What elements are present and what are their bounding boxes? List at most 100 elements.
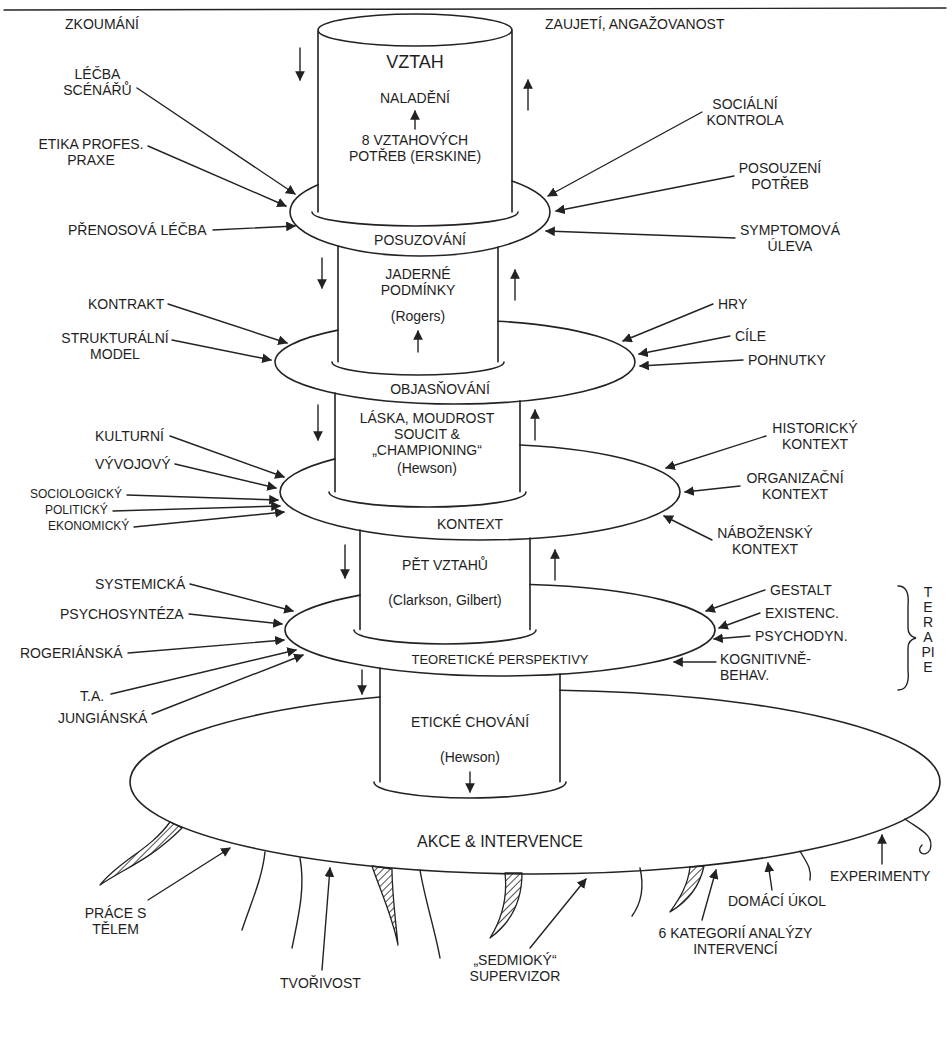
annotation-label: POHNUTKY xyxy=(748,352,826,368)
text-holder: DOMÁCÍ ÚKOL xyxy=(728,893,826,909)
text-holder: PSYCHOSYNTÉZA xyxy=(60,606,184,622)
annotation-label: POLITICKÝ xyxy=(45,504,108,518)
text-holder: PŘENOSOVÁ LÉČBA xyxy=(68,222,207,238)
annotation-label: ROGERIÁNSKÁ xyxy=(20,645,123,661)
ring-band: POSUZOVÁNÍ xyxy=(287,165,553,259)
tower-segment: JADERNÉ PODMÍNKY(Rogers) xyxy=(335,243,501,365)
leader-arrow xyxy=(702,870,716,920)
text-holder: ETICKÉ CHOVÁNÍ xyxy=(383,714,558,730)
cylinder-outline xyxy=(338,246,498,362)
leader-arrow xyxy=(128,640,284,653)
text-holder: T.A. xyxy=(80,688,104,704)
text-holder: GESTALT xyxy=(770,582,832,598)
node-text: KONTEXT xyxy=(410,516,530,532)
text-holder: SYMPTOMOVÁ ÚLEVA xyxy=(730,222,850,254)
annotation-label: STRUKTURÁLNÍ MODEL xyxy=(55,330,175,362)
leader-arrow xyxy=(111,650,296,694)
root xyxy=(800,851,810,880)
root xyxy=(670,866,704,912)
annotation-label: ORGANIZAČNÍ KONTEXT xyxy=(730,470,860,502)
leader-arrow xyxy=(664,516,712,540)
brace xyxy=(898,586,916,690)
shape-outline xyxy=(315,11,515,215)
leader-arrow xyxy=(639,336,730,354)
leader-arrow xyxy=(148,848,230,900)
brim-outline xyxy=(290,181,550,256)
annotation-label: „SEDMIOKÝ“ SUPERVIZOR xyxy=(455,952,575,984)
annotation-label: PRÁCE S TĚLEM xyxy=(68,905,163,937)
node-text: 8 VZTAHOVÝCH POTŘEB (ERSKINE) xyxy=(340,132,490,164)
text-holder: KONTRAKT xyxy=(88,296,164,312)
text-holder: NÁBOŽENSKÝ KONTEXT xyxy=(705,525,825,557)
leader-arrow xyxy=(666,436,766,468)
node-text: PĚT VZTAHŮ xyxy=(365,557,525,573)
leader-arrow xyxy=(175,464,276,488)
leader-arrow xyxy=(152,655,303,714)
text-holder: TVOŘIVOST xyxy=(280,975,361,991)
text-holder: VZTAH xyxy=(325,52,505,73)
cylinder-outline xyxy=(335,393,520,492)
text-holder: LÉČBA SCÉNÁŘŮ xyxy=(50,66,145,98)
leader-arrow xyxy=(640,360,743,366)
text-holder: (Hewson) xyxy=(352,460,502,476)
tower-segment: PĚT VZTAHŮ (Clarkson, Gilbert) xyxy=(357,527,533,633)
node-text: OBJASŇOVÁNÍ xyxy=(360,381,520,397)
text-holder: AKCE & INTERVENCE xyxy=(390,833,610,851)
text-holder: TEORETICKÉ PERSPEKTIVY xyxy=(400,653,600,668)
annotation-label: EXPERIMENTY xyxy=(830,868,930,884)
leader-arrow xyxy=(137,88,295,194)
text-holder: EKONOMICKÝ xyxy=(48,520,129,534)
root xyxy=(372,866,398,945)
flow-arrow xyxy=(534,410,535,440)
shape-group xyxy=(285,585,715,677)
node-text: POSUZOVÁNÍ xyxy=(360,232,480,248)
root xyxy=(100,822,182,885)
leader-arrow xyxy=(768,863,772,890)
root xyxy=(905,819,931,854)
text-holder: POLITICKÝ xyxy=(45,504,108,518)
annotation-label: ETIKA PROFES. PRAXE xyxy=(35,136,147,168)
text-holder: SOCIÁLNÍ KONTROLA xyxy=(690,96,800,128)
node-text: VZTAH xyxy=(325,52,505,73)
text-holder: (Hewson) xyxy=(395,749,545,765)
brim-outline xyxy=(275,321,635,404)
text-holder: ROGERIÁNSKÁ xyxy=(20,645,123,661)
annotation-label: KULTURNÍ xyxy=(95,428,164,444)
text-holder: TERAPIE xyxy=(921,585,935,675)
shape-group xyxy=(280,445,680,540)
brim-outline xyxy=(130,690,940,874)
flow-arrow xyxy=(554,550,555,580)
text-holder: STRUKTURÁLNÍ MODEL xyxy=(55,330,175,362)
leader-arrow xyxy=(168,304,287,343)
leader-arrow xyxy=(623,304,713,341)
shape-group xyxy=(275,321,635,404)
leader-arrow xyxy=(322,868,330,970)
root xyxy=(632,868,642,916)
node-text: ETICKÉ CHOVÁNÍ xyxy=(383,714,558,730)
leader-arrow xyxy=(172,340,271,360)
brim-outline xyxy=(285,585,715,677)
leader-arrow xyxy=(127,495,278,500)
root xyxy=(242,852,265,930)
leader-arrow xyxy=(530,879,586,948)
leader-arrow xyxy=(189,614,282,624)
annotation-label: JUNGIÁNSKÁ xyxy=(58,710,147,726)
text-holder: KONTEXT xyxy=(410,516,530,532)
top-rule xyxy=(4,8,946,10)
text-holder: HRY xyxy=(718,296,747,312)
text-holder: PSYCHODYN. xyxy=(755,628,848,644)
node-text: (Hewson) xyxy=(352,460,502,476)
annotation-label: CÍLE xyxy=(735,328,766,344)
text-holder: PRÁCE S TĚLEM xyxy=(68,905,163,937)
text-holder: PĚT VZTAHŮ xyxy=(365,557,525,573)
text-holder: NALADĚNÍ xyxy=(325,90,505,106)
tower-segment: LÁSKA, MOUDROST SOUCIT & „CHAMPIONING“ (H… xyxy=(332,390,523,495)
text-holder: „SEDMIOKÝ“ SUPERVIZOR xyxy=(455,952,575,984)
leader-arrow xyxy=(190,584,293,611)
text-holder: POSOUZENÍ POTŘEB xyxy=(725,160,835,192)
brim-outline xyxy=(280,445,680,540)
node-text: LÁSKA, MOUDROST SOUCIT & „CHAMPIONING“ xyxy=(342,410,512,458)
text-holder: LÁSKA, MOUDROST SOUCIT & „CHAMPIONING“ xyxy=(342,410,512,458)
node-text: (Rogers) xyxy=(348,308,488,324)
node-text: (Clarkson, Gilbert) xyxy=(363,592,528,608)
